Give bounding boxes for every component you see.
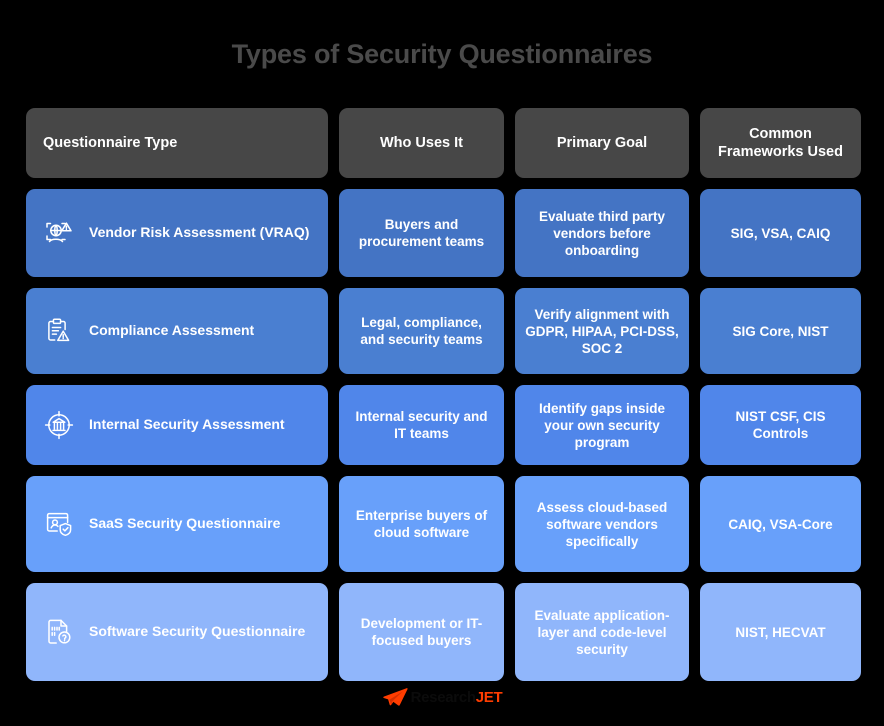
cell-questionnaire-type: Internal Security Assessment: [26, 385, 328, 465]
cell-label: SaaS Security Questionnaire: [89, 515, 281, 532]
cell-primary-goal: Evaluate third party vendors before onbo…: [515, 189, 689, 277]
cell-who-uses-it: Development or IT-focused buyers: [339, 583, 504, 681]
column-header-label-line2: Frameworks Used: [718, 144, 843, 160]
cell-common-frameworks: NIST CSF, CIS Controls: [700, 385, 861, 465]
binary-file-question-icon: [42, 615, 76, 649]
cell-common-frameworks: CAIQ, VSA-Core: [700, 476, 861, 572]
cell-common-frameworks: SIG, VSA, CAIQ: [700, 189, 861, 277]
logo-word-primary: Research: [410, 688, 476, 706]
table-row: Software Security Questionnaire Developm…: [26, 583, 861, 681]
table-row: Internal Security Assessment Internal se…: [26, 385, 861, 465]
column-header-label-line1: Common: [749, 125, 812, 142]
cell-label: Internal Security Assessment: [89, 416, 285, 433]
cell-primary-goal: Assess cloud-based software vendors spec…: [515, 476, 689, 572]
column-header-who-uses-it: Who Uses It: [339, 108, 504, 178]
table-row: SaaS Security Questionnaire Enterprise b…: [26, 476, 861, 572]
clipboard-warning-icon: [42, 314, 76, 348]
paper-plane-icon: [382, 687, 408, 707]
cell-who-uses-it: Buyers and procurement teams: [339, 189, 504, 277]
column-header-label: Primary Goal: [556, 134, 648, 151]
cell-questionnaire-type: Software Security Questionnaire: [26, 583, 328, 681]
table-header-row: Questionnaire Type Who Uses It Primary G…: [26, 108, 861, 178]
table-row: Vendor Risk Assessment (VRAQ) Buyers and…: [26, 189, 861, 277]
cell-questionnaire-type: Vendor Risk Assessment (VRAQ): [26, 189, 328, 277]
cell-label: Vendor Risk Assessment (VRAQ): [89, 224, 310, 241]
cell-who-uses-it: Enterprise buyers of cloud software: [339, 476, 504, 572]
comparison-table: Questionnaire Type Who Uses It Primary G…: [0, 108, 884, 681]
vendor-scan-warning-icon: [42, 216, 76, 250]
cell-who-uses-it: Internal security and IT teams: [339, 385, 504, 465]
cell-questionnaire-type: SaaS Security Questionnaire: [26, 476, 328, 572]
footer-logo: ResearchJET: [0, 682, 884, 712]
column-header-label: Questionnaire Type: [43, 134, 178, 151]
logo-wordmark: ResearchJET: [411, 689, 503, 706]
column-header-primary-goal: Primary Goal: [515, 108, 689, 178]
browser-user-shield-icon: [42, 507, 76, 541]
logo-word-accent: JET: [475, 688, 503, 706]
cell-primary-goal: Verify alignment with GDPR, HIPAA, PCI-D…: [515, 288, 689, 374]
bank-target-icon: [42, 408, 76, 442]
table-row: Compliance Assessment Legal, compliance,…: [26, 288, 861, 374]
page-title: Types of Security Questionnaires: [231, 38, 653, 69]
cell-label: Compliance Assessment: [89, 322, 255, 339]
cell-who-uses-it: Legal, compliance, and security teams: [339, 288, 504, 374]
cell-questionnaire-type: Compliance Assessment: [26, 288, 328, 374]
title-container: Types of Security Questionnaires: [0, 0, 884, 108]
cell-primary-goal: Evaluate application-layer and code-leve…: [515, 583, 689, 681]
column-header-questionnaire-type: Questionnaire Type: [26, 108, 328, 178]
cell-label: Software Security Questionnaire: [89, 623, 306, 640]
column-header-common-frameworks-used: Common Frameworks Used: [700, 108, 861, 178]
cell-common-frameworks: NIST, HECVAT: [700, 583, 861, 681]
column-header-label: Common Frameworks Used: [718, 125, 843, 162]
cell-common-frameworks: SIG Core, NIST: [700, 288, 861, 374]
column-header-label: Who Uses It: [380, 134, 463, 151]
cell-primary-goal: Identify gaps inside your own security p…: [515, 385, 689, 465]
